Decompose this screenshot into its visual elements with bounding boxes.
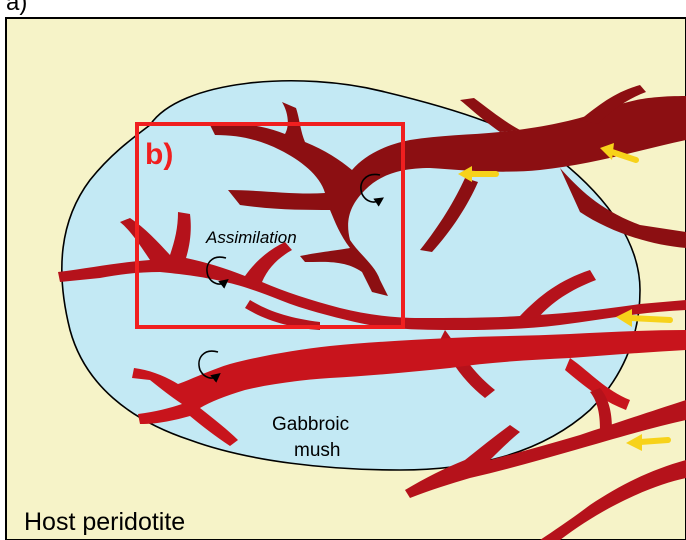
panel-label: a) <box>6 0 27 16</box>
gabbroic-mush-label-line2: mush <box>294 440 340 461</box>
host-peridotite-label: Host peridotite <box>24 508 185 536</box>
assimilation-label: Assimilation <box>205 228 297 247</box>
gabbroic-mush-label-line1: Gabbroic <box>272 414 349 435</box>
inset-label: b) <box>145 138 173 171</box>
